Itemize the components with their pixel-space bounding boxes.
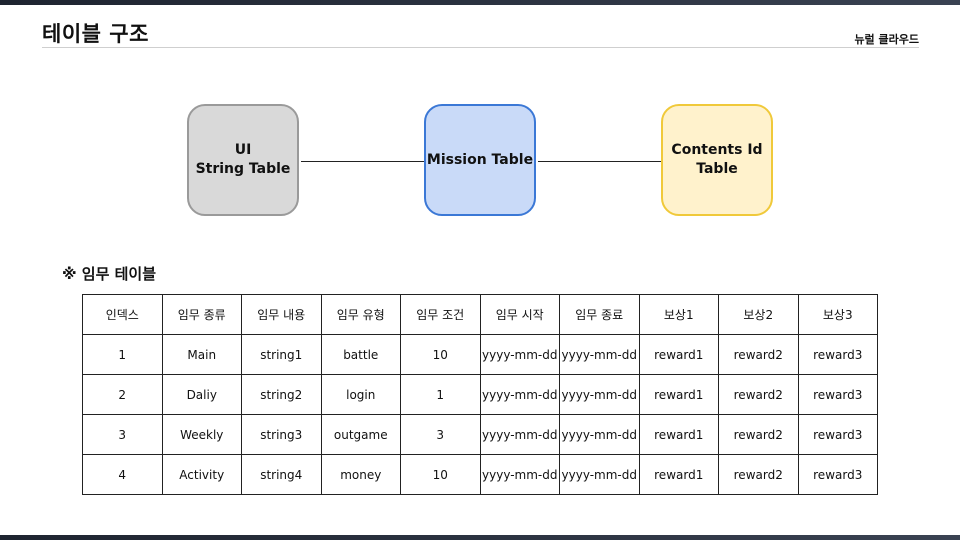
table-cell: money: [320, 454, 401, 495]
table-cell: yyyy-mm-dd: [559, 414, 640, 455]
table-cell: yyyy-mm-dd: [479, 454, 560, 495]
connector-mission-contents: [538, 161, 661, 162]
table-cell: yyyy-mm-dd: [559, 374, 640, 415]
table-structure-diagram: UI String Table Mission Table Contents I…: [0, 0, 960, 240]
table-cell: yyyy-mm-dd: [479, 334, 560, 375]
table-cell: outgame: [320, 414, 401, 455]
column-header: 임무 내용: [241, 294, 322, 335]
node-label: Mission Table: [426, 151, 534, 168]
page-title: 테이블 구조: [42, 22, 149, 46]
column-header: 보상1: [638, 294, 719, 335]
bottom-accent-band: [0, 535, 960, 540]
node-label: Contents Id: [671, 142, 763, 158]
table-cell: yyyy-mm-dd: [559, 334, 640, 375]
table-cell: string1: [241, 334, 322, 375]
table-cell: 3: [400, 414, 481, 455]
table-row: 2 Daliy string2 login 1 yyyy-mm-dd yyyy-…: [82, 374, 878, 415]
table-cell: reward1: [638, 414, 719, 455]
table-cell: 10: [400, 334, 481, 375]
table-cell: reward2: [718, 334, 799, 375]
table-cell: 3: [82, 414, 163, 455]
table-header-row: 인덱스 임무 종류 임무 내용 임무 유형 임무 조건 임무 시작 임무 종료 …: [82, 294, 878, 335]
table-cell: 4: [82, 454, 163, 495]
table-cell: Weekly: [161, 414, 242, 455]
table-cell: yyyy-mm-dd: [559, 454, 640, 495]
column-header: 임무 시작: [479, 294, 560, 335]
table-cell: reward1: [638, 334, 719, 375]
table-cell: string2: [241, 374, 322, 415]
table-cell: 10: [400, 454, 481, 495]
table-cell: reward2: [718, 374, 799, 415]
ui-string-table-node: UI String Table: [187, 104, 299, 216]
table-cell: string4: [241, 454, 322, 495]
node-label: UI: [234, 142, 252, 158]
node-label: Table: [696, 161, 738, 177]
title-divider: [42, 47, 919, 48]
column-header: 인덱스: [82, 294, 163, 335]
table-cell: reward3: [797, 374, 878, 415]
connector-ui-mission: [301, 161, 424, 162]
table-cell: string3: [241, 414, 322, 455]
table-cell: Daliy: [161, 374, 242, 415]
brand-label: 뉴럴 클라우드: [854, 33, 919, 46]
table-row: 1 Main string1 battle 10 yyyy-mm-dd yyyy…: [82, 334, 878, 375]
table-cell: reward2: [718, 414, 799, 455]
mission-table-node: Mission Table: [424, 104, 536, 216]
column-header: 보상2: [718, 294, 799, 335]
table-row: 4 Activity string4 money 10 yyyy-mm-dd y…: [82, 454, 878, 495]
table-cell: 2: [82, 374, 163, 415]
top-accent-band: [0, 0, 960, 5]
table-cell: yyyy-mm-dd: [479, 374, 560, 415]
column-header: 임무 종류: [161, 294, 242, 335]
contents-id-table-node: Contents Id Table: [661, 104, 773, 216]
table-cell: battle: [320, 334, 401, 375]
table-cell: reward3: [797, 454, 878, 495]
table-cell: login: [320, 374, 401, 415]
mission-table: 인덱스 임무 종류 임무 내용 임무 유형 임무 조건 임무 시작 임무 종료 …: [82, 294, 878, 495]
table-cell: reward3: [797, 414, 878, 455]
table-cell: 1: [400, 374, 481, 415]
column-header: 보상3: [797, 294, 878, 335]
column-header: 임무 조건: [400, 294, 481, 335]
table-cell: Main: [161, 334, 242, 375]
column-header: 임무 유형: [320, 294, 401, 335]
table-cell: Activity: [161, 454, 242, 495]
column-header: 임무 종료: [559, 294, 640, 335]
table-row: 3 Weekly string3 outgame 3 yyyy-mm-dd yy…: [82, 414, 878, 455]
table-cell: 1: [82, 334, 163, 375]
table-cell: reward2: [718, 454, 799, 495]
table-cell: reward3: [797, 334, 878, 375]
table-cell: yyyy-mm-dd: [479, 414, 560, 455]
table-cell: reward1: [638, 454, 719, 495]
table-cell: reward1: [638, 374, 719, 415]
section-title: ※ 임무 테이블: [62, 265, 157, 283]
node-label: String Table: [195, 161, 291, 177]
